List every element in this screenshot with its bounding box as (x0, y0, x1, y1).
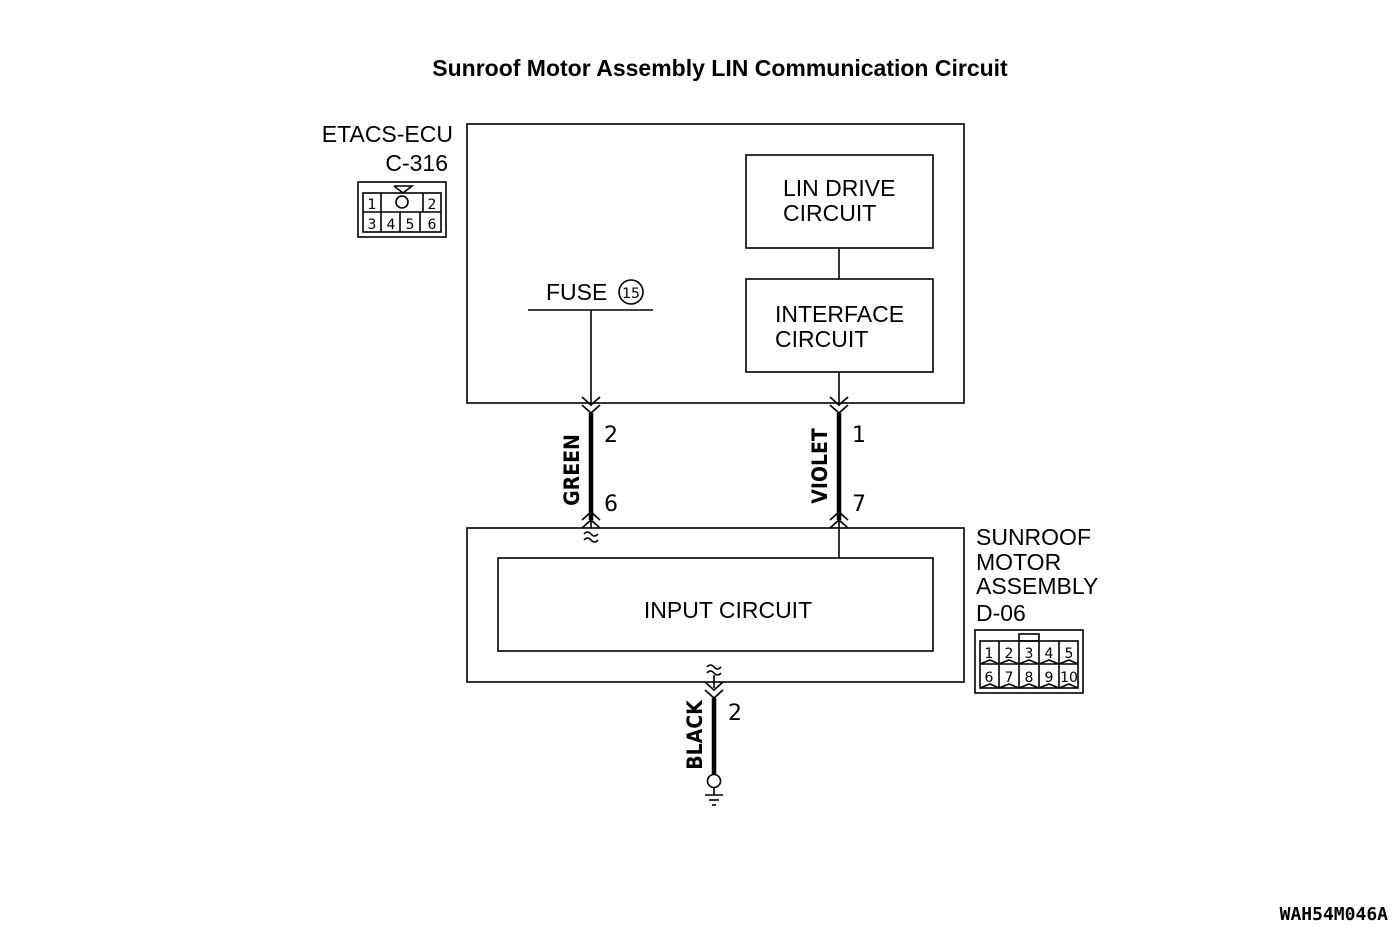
ecu-pin-label: 6 (428, 217, 437, 233)
motor-name-line2: MOTOR (976, 549, 1061, 575)
wire-break-symbol (583, 531, 599, 543)
lin-drive-label-line1: LIN DRIVE (783, 175, 895, 201)
ecu-name: ETACS-ECU (322, 121, 453, 147)
input-circuit-block (497, 557, 934, 652)
motor-pin-label: 6 (985, 670, 994, 686)
motor-pin-label: 10 (1060, 670, 1078, 686)
black-pin: 2 (728, 701, 742, 726)
terminal-chevron (829, 396, 849, 407)
motor-connector-icon: 1 2 3 4 5 6 7 8 9 10 (974, 629, 1084, 694)
green-wire-color: GREEN (560, 434, 584, 506)
motor-assembly-box (466, 527, 965, 683)
terminal-chevron (581, 510, 601, 521)
motor-pin-label: 1 (985, 646, 994, 662)
fuse-number: 15 (622, 286, 640, 302)
ecu-box (466, 123, 965, 404)
terminal-chevron (829, 510, 849, 521)
motor-name-line3: ASSEMBLY (976, 573, 1098, 599)
motor-pin-label: 8 (1025, 670, 1034, 686)
ground-icon (705, 773, 723, 806)
green-motor-pin: 6 (604, 492, 618, 517)
ecu-pin-label: 3 (368, 217, 377, 233)
terminal-chevron (704, 689, 724, 700)
motor-pin-label: 7 (1005, 670, 1014, 686)
figure-code: WAH54M046A (1280, 904, 1389, 925)
ecu-pin-label: 2 (428, 197, 437, 213)
motor-pin-label: 9 (1045, 670, 1054, 686)
motor-connector-id: D-06 (976, 600, 1026, 626)
wire-break-symbol (706, 664, 722, 676)
green-ecu-pin: 2 (604, 423, 618, 448)
motor-pin-label: 4 (1045, 646, 1054, 662)
interface-label-line2: CIRCUIT (775, 326, 868, 352)
violet-ecu-pin: 1 (852, 423, 866, 448)
fuse-symbol: FUSE 15 (528, 279, 653, 311)
ecu-pin-label: 1 (368, 197, 377, 213)
terminal-chevron (581, 404, 601, 415)
interface-label-line1: INTERFACE (775, 301, 904, 327)
ecu-connector-icon: 1 2 3 4 5 6 (357, 181, 447, 238)
ecu-connector-id: C-316 (385, 150, 448, 176)
violet-wire-color: VIOLET (808, 428, 832, 504)
lin-drive-label-line2: CIRCUIT (783, 200, 876, 226)
input-circuit-label: INPUT CIRCUIT (644, 597, 812, 623)
motor-pin-label: 2 (1005, 646, 1014, 662)
ecu-pin-label: 5 (406, 217, 415, 233)
diagram-title: Sunroof Motor Assembly LIN Communication… (432, 55, 1008, 81)
terminal-chevron (704, 681, 724, 692)
ecu-pin-label: 4 (387, 217, 396, 233)
motor-pin-label: 5 (1065, 646, 1074, 662)
terminal-chevron (581, 396, 601, 407)
violet-motor-pin: 7 (852, 492, 866, 517)
motor-pin-label: 3 (1025, 646, 1034, 662)
terminal-chevron (829, 404, 849, 415)
black-wire-color: BLACK (683, 699, 707, 770)
motor-name-line1: SUNROOF (976, 524, 1091, 550)
fuse-label: FUSE (546, 279, 607, 305)
